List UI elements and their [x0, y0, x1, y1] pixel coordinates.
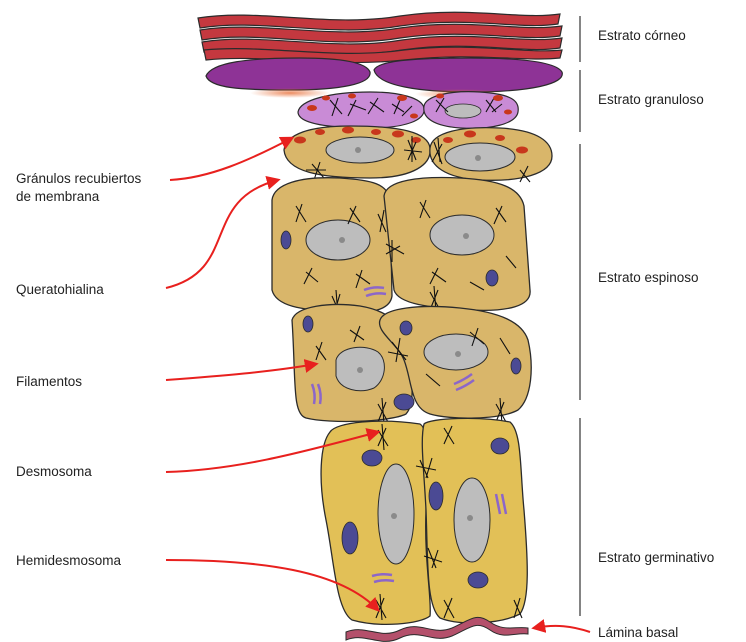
- mitochondrion: [429, 482, 443, 510]
- label-estrato-germinativo: Estrato germinativo: [598, 550, 714, 565]
- mitochondrion: [511, 358, 521, 374]
- stratum-corneum: [198, 12, 562, 62]
- granular-nucleus: [445, 104, 481, 118]
- label-lamina-basal: Lámina basal: [598, 625, 678, 640]
- label-desmosoma: Desmosoma: [16, 464, 92, 479]
- nucleus: [306, 220, 370, 260]
- mitochondrion: [342, 522, 358, 554]
- mitochondrion: [486, 270, 498, 286]
- mitochondrion: [400, 321, 412, 335]
- right-labels: Estrato córneo Estrato granuloso Estrato…: [598, 28, 714, 640]
- nucleus: [430, 215, 494, 255]
- spinous-middle: [272, 178, 530, 316]
- label-queratohialina: Queratohialina: [16, 282, 104, 297]
- mitochondrion: [362, 450, 382, 466]
- flat-cell-right: [374, 58, 562, 92]
- label-estrato-granuloso: Estrato granuloso: [598, 92, 704, 107]
- label-granulos-line2: de membrana: [16, 189, 100, 204]
- arrow-lamina: [534, 626, 590, 632]
- left-labels: Gránulos recubiertos de membrana Querato…: [16, 171, 142, 568]
- label-estrato-espinoso: Estrato espinoso: [598, 270, 699, 285]
- mitochondrion: [491, 438, 509, 454]
- flat-cell-left: [206, 58, 370, 90]
- mitochondrion: [468, 572, 488, 588]
- arrow-granulos: [170, 138, 292, 180]
- mitochondrion: [394, 394, 414, 410]
- mitochondrion: [281, 231, 291, 249]
- label-hemidesmosoma: Hemidesmosoma: [16, 553, 122, 568]
- arrow-queratohialina: [166, 180, 278, 288]
- label-filamentos: Filamentos: [16, 374, 82, 389]
- stratum-germinativum: [321, 418, 528, 641]
- label-granulos-line1: Gránulos recubiertos: [16, 171, 142, 186]
- label-estrato-corneo: Estrato córneo: [598, 28, 686, 43]
- mitochondrion: [303, 316, 313, 332]
- stratum-granulosum: [298, 92, 518, 129]
- spinous-lower: [292, 305, 531, 424]
